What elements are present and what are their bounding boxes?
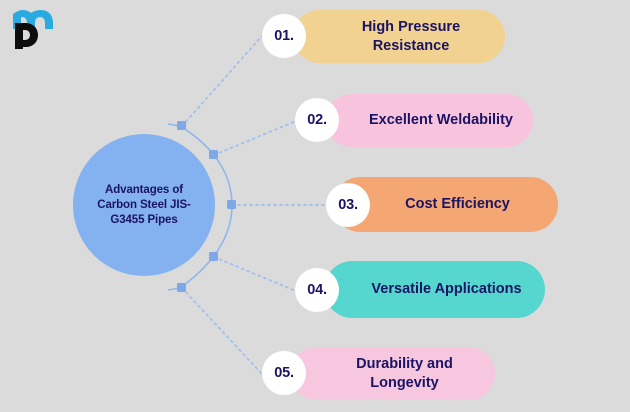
item-label-2: Excellent Weldability <box>369 112 513 128</box>
item-number-badge-4[interactable]: 04. <box>295 268 339 312</box>
arc-node <box>177 283 186 292</box>
item-number-1: 01. <box>274 28 294 44</box>
item-number-2: 02. <box>307 112 327 128</box>
item-number-3: 03. <box>338 197 358 213</box>
item-number-badge-2[interactable]: 02. <box>295 98 339 142</box>
item-number-5: 05. <box>274 365 294 381</box>
item-label-4: Versatile Applications <box>371 281 522 297</box>
hub-title: Advantages of Carbon Steel JIS-G3455 Pip… <box>97 183 191 226</box>
item-pill-4[interactable]: Versatile Applications <box>324 261 545 318</box>
item-label-3: Cost Efficiency <box>405 196 510 212</box>
item-pill-2[interactable]: Excellent Weldability <box>325 94 533 147</box>
arc-node <box>209 252 218 261</box>
item-pill-5[interactable]: Durability and Longevity <box>290 347 495 400</box>
item-number-badge-3[interactable]: 03. <box>326 183 370 227</box>
item-number-badge-1[interactable]: 01. <box>262 14 306 58</box>
item-pill-1[interactable]: High Pressure Resistance <box>293 10 505 63</box>
item-number-4: 04. <box>307 282 327 298</box>
arc-node <box>177 121 186 130</box>
hub-circle: Advantages of Carbon Steel JIS-G3455 Pip… <box>73 134 215 276</box>
arc-node <box>209 150 218 159</box>
item-pill-3[interactable]: Cost Efficiency <box>333 177 558 232</box>
arc-node <box>227 200 236 209</box>
item-label-1: High Pressure Resistance <box>361 18 461 54</box>
item-number-badge-5[interactable]: 05. <box>262 351 306 395</box>
item-label-5: Durability and Longevity <box>356 355 453 391</box>
pm-monogram-logo-icon <box>11 9 57 51</box>
